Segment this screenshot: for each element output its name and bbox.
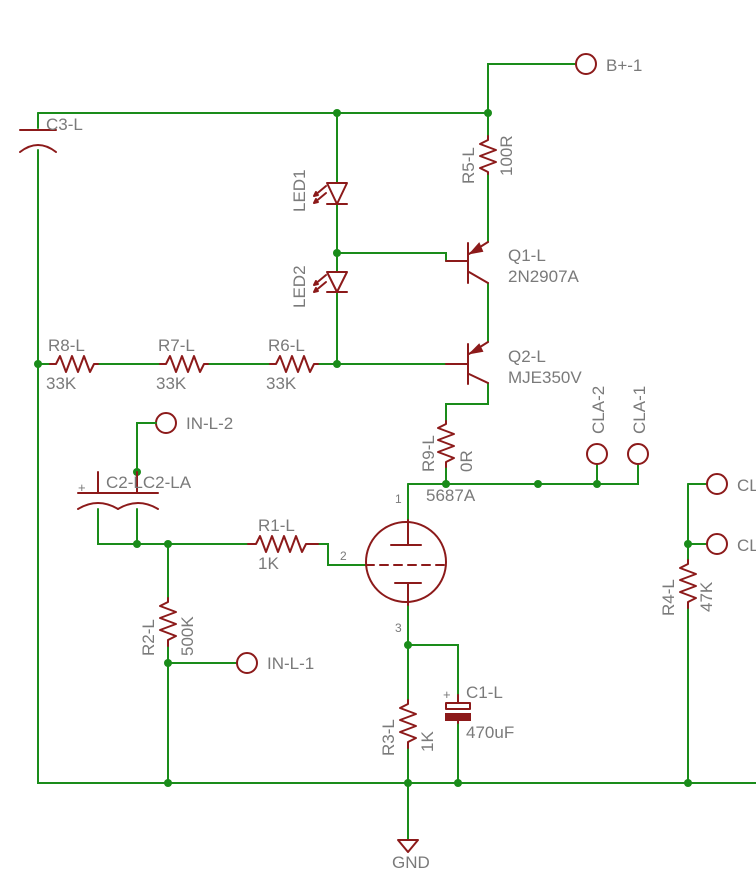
label-led1: LED1 <box>290 169 309 212</box>
junction-dot <box>164 779 172 787</box>
label-q2-value: MJE350V <box>508 368 582 387</box>
label-in-l-1: IN-L-1 <box>267 654 314 673</box>
label-c1-value: 470uF <box>466 723 514 742</box>
label-clb-1: CL <box>737 476 756 495</box>
in-l-1-connector <box>236 652 258 674</box>
junction-dot <box>442 480 450 488</box>
capacitor-c2 <box>77 471 159 510</box>
junction-dot <box>684 540 692 548</box>
labels: B+-1 C3-L LED1 LED2 R5-L 100R Q1-L 2N290… <box>46 56 756 872</box>
label-r7-value: 33K <box>156 374 187 393</box>
label-r6-value: 33K <box>266 374 297 393</box>
clb-connector-2 <box>706 533 728 555</box>
label-r2-value: 500K <box>178 616 197 656</box>
transistor-q1 <box>445 241 489 284</box>
resistor-r5 <box>479 135 497 175</box>
capacitor-c3 <box>19 129 57 153</box>
label-r4: R4-L <box>659 579 678 616</box>
led1 <box>313 182 348 205</box>
label-in-l-2: IN-L-2 <box>186 414 233 433</box>
label-tube: 5687A <box>426 486 476 505</box>
label-q1: Q1-L <box>508 246 546 265</box>
label-r4-value: 47K <box>697 581 716 612</box>
label-c1-plus: + <box>443 687 451 702</box>
label-pin-3: 3 <box>395 621 402 635</box>
label-c2: C2-LC2-LA <box>106 473 192 492</box>
resistor-r9 <box>437 420 455 468</box>
resistor-r4 <box>679 559 697 609</box>
cla-2-connector <box>586 443 608 465</box>
junction-dot <box>404 641 412 649</box>
vacuum-tube-5687a <box>365 519 447 606</box>
junction-dot <box>593 480 601 488</box>
junction-dot <box>164 540 172 548</box>
label-q2: Q2-L <box>508 347 546 366</box>
led2 <box>313 271 348 293</box>
label-gnd: GND <box>392 853 430 872</box>
label-pin-2: 2 <box>340 549 347 563</box>
label-r2: R2-L <box>139 619 158 656</box>
junction-dot <box>484 109 492 117</box>
label-r9-value: 0R <box>457 450 476 472</box>
label-r5: R5-L <box>459 147 478 184</box>
label-c1: C1-L <box>466 683 503 702</box>
label-r1-value: 1K <box>258 554 279 573</box>
resistor-r6 <box>269 355 319 373</box>
resistor-r2 <box>159 597 177 647</box>
junction-dot <box>333 109 341 117</box>
in-l-2-connector <box>155 412 177 434</box>
label-r7: R7-L <box>158 336 195 355</box>
cla-1-connector <box>627 443 649 465</box>
label-pin-1: 1 <box>395 492 402 506</box>
junctions <box>34 109 692 787</box>
transistor-q2 <box>445 341 489 385</box>
label-q1-value: 2N2907A <box>508 267 580 286</box>
junction-dot <box>534 480 542 488</box>
label-cla-2: CLA-2 <box>589 386 608 434</box>
label-bplus: B+-1 <box>606 56 642 75</box>
label-r3: R3-L <box>379 719 398 756</box>
clb-connector-1 <box>706 473 728 495</box>
label-clb-2: CL <box>737 536 756 555</box>
junction-dot <box>404 779 412 787</box>
label-r5-value: 100R <box>497 135 516 176</box>
label-c3: C3-L <box>46 115 83 134</box>
resistor-r8 <box>49 355 99 373</box>
resistor-r1 <box>247 535 319 553</box>
bplus-connector <box>575 53 597 75</box>
junction-dot <box>684 779 692 787</box>
junction-dot <box>34 360 42 368</box>
label-r1: R1-L <box>258 516 295 535</box>
label-cla-1: CLA-1 <box>630 386 649 434</box>
label-r9: R9-L <box>419 435 438 472</box>
junction-dot <box>133 540 141 548</box>
label-r6: R6-L <box>268 336 305 355</box>
ground-symbol <box>397 839 419 853</box>
junction-dot <box>333 249 341 257</box>
label-led2: LED2 <box>290 265 309 308</box>
resistor-r7 <box>159 355 209 373</box>
capacitor-c1 <box>445 694 471 724</box>
junction-dot <box>164 659 172 667</box>
junction-dot <box>454 779 462 787</box>
label-r8: R8-L <box>48 336 85 355</box>
resistor-r3 <box>399 699 417 749</box>
label-r8-value: 33K <box>46 374 77 393</box>
label-c2-plus: + <box>78 480 86 495</box>
label-r3-value: 1K <box>418 731 437 752</box>
junction-dot <box>333 360 341 368</box>
